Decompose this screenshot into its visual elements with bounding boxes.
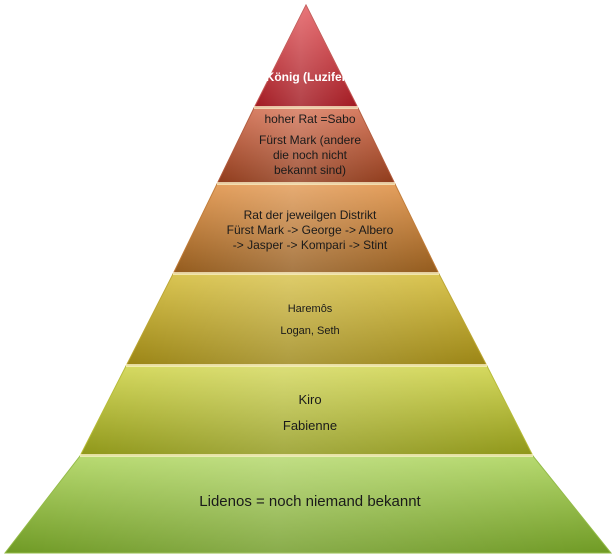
tier-4-line-2: Logan, Seth: [280, 324, 340, 337]
tier-5-line-1: Kiro: [298, 392, 322, 407]
tier-5-line-2: Fabienne: [282, 418, 338, 434]
tier-4-line-1: Haremôs: [287, 303, 333, 315]
tier-2-line-1: hoher Rat =Sabo: [264, 112, 356, 126]
tier-3-line-1: Rat der jeweilgen Distrikt: [243, 208, 377, 222]
tier-3-line-2: Fürst Mark -> George -> Albero: [226, 223, 394, 237]
tier-6-line-1: Lidenos = noch niemand bekannt: [199, 493, 421, 510]
tier-2-line-4: bekannt sind): [273, 163, 347, 177]
tier-3-label: Rat der jeweilgen Distrikt Fürst Mark ->…: [200, 208, 420, 253]
tier-2-line-2: Fürst Mark (andere: [258, 133, 362, 147]
tier-5-label: Kiro Fabienne: [230, 392, 390, 435]
tier-4-label: Haremôs Logan, Seth: [230, 303, 390, 339]
tier-2-line-3: die noch nicht: [272, 148, 348, 162]
tier-1-line-1: König (Luzifer): [265, 70, 351, 84]
tier-1-label: König (Luzifer): [250, 70, 366, 85]
tier-3-line-3: -> Jasper -> Kompari -> Stint: [232, 238, 388, 252]
tier-2-label: hoher Rat =Sabo Fürst Mark (andere die n…: [250, 112, 370, 178]
tier-6-label: Lidenos = noch niemand bekannt: [130, 493, 490, 512]
